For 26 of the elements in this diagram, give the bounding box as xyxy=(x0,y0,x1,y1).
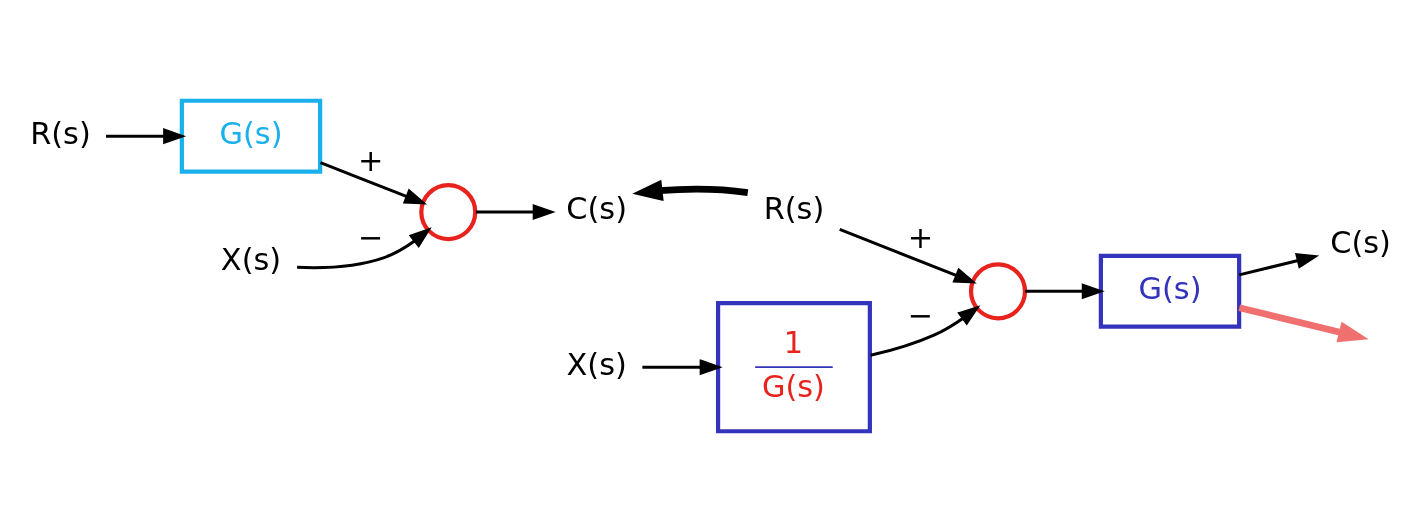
node-text: C(s) xyxy=(566,191,628,227)
node-box: 1 G(s) xyxy=(716,301,872,434)
arrow xyxy=(870,305,981,357)
arrow xyxy=(1238,253,1320,277)
node-text: X(s) xyxy=(566,346,627,382)
edge-label: + xyxy=(907,220,934,256)
arrow xyxy=(1238,304,1369,343)
arrow xyxy=(632,179,749,201)
node-text: X(s) xyxy=(220,242,282,278)
arrow xyxy=(1025,283,1105,300)
arrow xyxy=(839,228,977,284)
node-text: R(s) xyxy=(30,115,91,151)
arrow xyxy=(475,204,556,221)
arrow xyxy=(642,359,723,376)
edge-label: − xyxy=(358,220,384,256)
arrow xyxy=(319,161,428,205)
arrow xyxy=(297,227,432,270)
arrow xyxy=(106,128,187,145)
edge-label: − xyxy=(907,297,934,333)
node-box: G(s) xyxy=(1098,253,1242,329)
node-box: G(s) xyxy=(179,98,323,174)
node-text: R(s) xyxy=(763,191,825,227)
node-circle xyxy=(968,262,1028,321)
edge-label: + xyxy=(358,142,384,178)
node-circle xyxy=(419,182,478,242)
node-text: C(s) xyxy=(1330,225,1391,261)
